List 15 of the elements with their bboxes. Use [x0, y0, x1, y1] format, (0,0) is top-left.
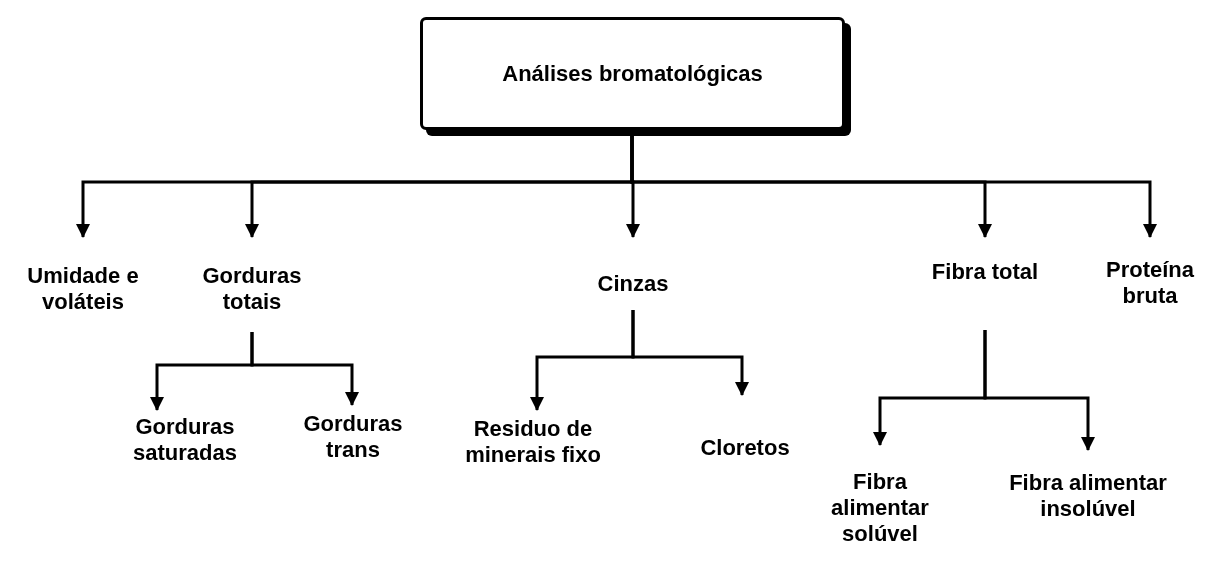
category-label: Fibra alimentar solúvel: [830, 469, 930, 547]
category-label: Proteína bruta: [1105, 257, 1195, 309]
category-label: Fibra alimentar insolúvel: [1008, 470, 1168, 522]
category-label: Fibra total: [931, 259, 1039, 285]
category-label: Gorduras saturadas: [132, 414, 238, 466]
arrow: [250, 332, 359, 406]
arrow: [983, 330, 1095, 451]
category-label: Gorduras totais: [201, 263, 303, 315]
category-label: Umidade e voláteis: [26, 263, 140, 315]
category-label: Cinzas: [597, 271, 669, 297]
arrow: [631, 310, 749, 396]
category-label: Residuo de minerais fixo: [464, 416, 602, 468]
category-label: Gorduras trans: [302, 411, 404, 463]
box-title: Análises bromatológicas: [502, 60, 763, 87]
category-label: Cloretos: [700, 435, 790, 461]
